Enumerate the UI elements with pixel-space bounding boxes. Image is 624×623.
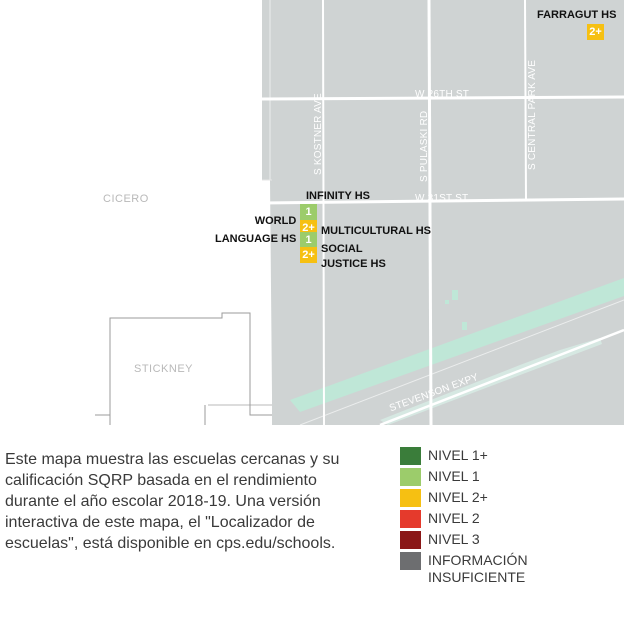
school-label-social-justice-line1: SOCIAL xyxy=(321,243,363,255)
school-label-social-justice-line2: JUSTICE HS xyxy=(321,258,386,270)
place-label-stickney: STICKNEY xyxy=(134,363,194,375)
legend-label: NIVEL 3 xyxy=(428,531,480,547)
school-badge-social-justice[interactable]: 2+ xyxy=(300,247,317,263)
street-label-kostner: S KOSTNER AVE xyxy=(313,93,324,175)
street-label-central-park: S CENTRAL PARK AVE xyxy=(527,59,538,170)
map-description: Este mapa muestra las escuelas cercanas … xyxy=(5,451,340,552)
legend-swatch xyxy=(400,552,421,570)
road-w31 xyxy=(261,197,624,205)
legend-label: NIVEL 2 xyxy=(428,510,480,526)
school-label-farragut[interactable]: FARRAGUT HS xyxy=(537,9,617,21)
road-pulaski xyxy=(427,0,433,425)
school-label-infinity[interactable]: INFINITY HS xyxy=(306,190,370,202)
legend-label: NIVEL 2+ xyxy=(428,489,488,505)
legend-label: NIVEL 1 xyxy=(428,468,480,484)
legend-label: INFORMACIÓN INSUFICIENTE xyxy=(428,552,528,585)
road-central-park xyxy=(524,0,527,201)
legend-swatch xyxy=(400,447,421,465)
legend-item-nivel-1: NIVEL 1 xyxy=(400,468,588,489)
legend-swatch xyxy=(400,531,421,549)
school-label-social-justice[interactable]: SOCIAL JUSTICE HS xyxy=(321,243,386,270)
road-stevenson xyxy=(379,328,624,425)
school-badge-multicultural[interactable]: 1 xyxy=(300,232,317,248)
school-label-world-language-line1: WORLD xyxy=(254,215,297,227)
legend-swatch xyxy=(400,510,421,528)
legend: NIVEL 1+ NIVEL 1 NIVEL 2+ NIVEL 2 NIVEL … xyxy=(400,447,588,592)
sanitary-canal xyxy=(290,278,624,412)
place-label-cicero: CICERO xyxy=(103,193,149,205)
legend-item-nivel-1-plus: NIVEL 1+ xyxy=(400,447,588,468)
legend-item-nivel-2: NIVEL 2 xyxy=(400,510,588,531)
school-label-multicultural[interactable]: MULTICULTURAL HS xyxy=(321,225,431,237)
school-badge-farragut[interactable]: 2+ xyxy=(587,24,604,40)
street-label-pulaski: S PULASKI RD xyxy=(419,110,430,182)
legend-item-nivel-3: NIVEL 3 xyxy=(400,531,588,552)
school-label-world-language[interactable]: WORLD LANGUAGE HS xyxy=(215,215,296,245)
map[interactable]: CICERO STICKNEY W 26TH ST W 31ST ST S KO… xyxy=(0,0,624,425)
legend-label: NIVEL 1+ xyxy=(428,447,488,463)
school-label-world-language-line2: LANGUAGE HS xyxy=(215,233,297,245)
legend-item-nivel-2-plus: NIVEL 2+ xyxy=(400,489,588,510)
legend-swatch xyxy=(400,489,421,507)
road-kostner xyxy=(322,0,325,425)
legend-item-informacion-insuficiente: INFORMACIÓN INSUFICIENTE xyxy=(400,552,588,592)
street-label-w31: W 31ST ST xyxy=(415,193,469,204)
map-base xyxy=(95,0,624,425)
legend-swatch xyxy=(400,468,421,486)
stickney-boundary xyxy=(95,312,272,416)
street-label-w26: W 26TH ST xyxy=(415,89,470,100)
school-badge-infinity[interactable]: 1 xyxy=(300,204,317,220)
